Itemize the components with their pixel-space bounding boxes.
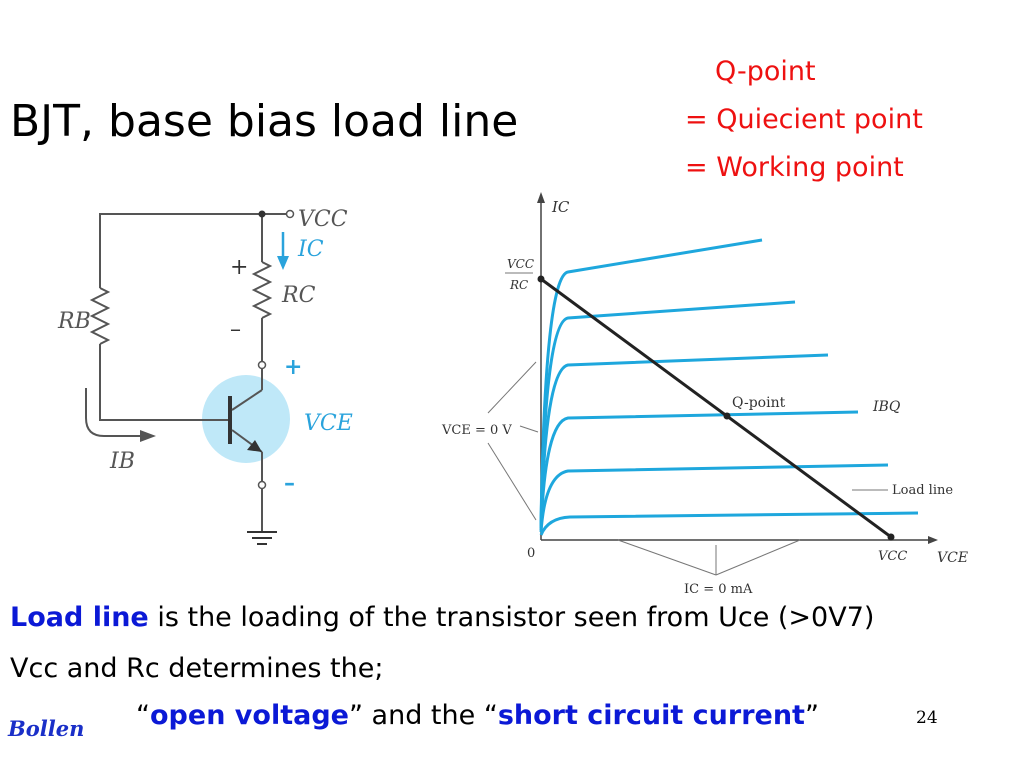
ib-curve-1 [539,511,919,536]
vce-zero-label: VCE = 0 V [441,423,512,438]
ic-zero-label: IC = 0 mA [684,582,753,597]
q-point-dot [723,412,731,420]
load-line-definition-text: is the loading of the transistor seen fr… [148,602,875,633]
rb-resistor [89,287,111,345]
ib-curve-6 [539,238,763,525]
vce-axis-label: VCE [937,550,968,566]
rc-resistor [251,261,273,319]
page-number: 24 [916,708,938,728]
load-line-label: Load line [892,483,953,498]
vcc-over-rc-denominator: RC [509,278,528,292]
rc-minus-sign: – [230,317,241,342]
q-point-label: Q-point [715,56,816,87]
open-voltage-term: open voltage [150,700,349,731]
vcc-rc-text: Vcc and Rc determines the; [10,653,384,684]
vce-label: VCE [304,411,353,436]
ic-arrow-icon [277,232,289,270]
vce-minus-sign: – [284,470,295,496]
ic-axis-label: IC [551,198,570,216]
ibq-label: IBQ [872,399,901,415]
vce-plus-sign: + [284,354,302,380]
q-point-chart-label: Q-point [732,395,786,411]
q-point-quiescent-label: = Quiecient point [685,104,923,135]
ib-label: IB [109,449,135,474]
ic-label: IC [297,237,324,262]
short-circuit-current-term: short circuit current [497,700,805,731]
rc-plus-sign: + [230,255,248,280]
load-line [540,277,892,539]
slide-title: BJT, base bias load line [10,96,519,147]
q-point-working-label: = Working point [685,152,904,183]
load-line-term: Load line [10,602,149,633]
transistor-highlight [202,375,290,463]
rb-label: RB [57,309,91,334]
origin-label: 0 [527,546,535,561]
ib-curve-4 [539,353,829,529]
load-line-definition: Load line is the loading of the transist… [10,602,874,633]
author-signature: Bollen [8,716,85,741]
rc-label: RC [281,283,316,308]
vce-intercept-dot [887,533,895,541]
vcc-over-rc-numerator: VCC [507,257,534,271]
vcc-label: VCC [298,207,348,232]
ground-symbol [247,531,277,545]
vcc-intercept-label: VCC [878,549,907,564]
ic-intercept-dot [537,275,545,283]
open-short-text: “open voltage” and the “short circuit cu… [136,700,819,731]
ib-curves [539,238,919,536]
ib-curve-2 [539,463,889,533]
ib-arrow-icon [85,388,156,442]
